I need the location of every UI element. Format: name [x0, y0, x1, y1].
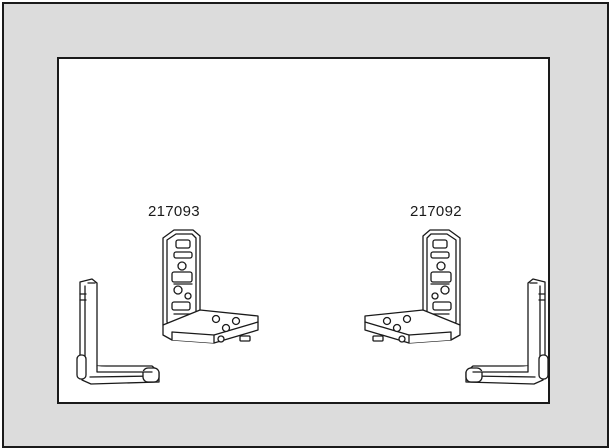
detailed-bracket-217092	[364, 229, 461, 344]
drawing-panel	[57, 57, 550, 404]
part-number-left: 217093	[148, 203, 200, 220]
simple-l-bracket-left	[76, 278, 160, 385]
simple-l-bracket-right	[465, 278, 549, 385]
part-number-right: 217092	[410, 203, 462, 220]
detailed-bracket-217093	[162, 229, 259, 344]
